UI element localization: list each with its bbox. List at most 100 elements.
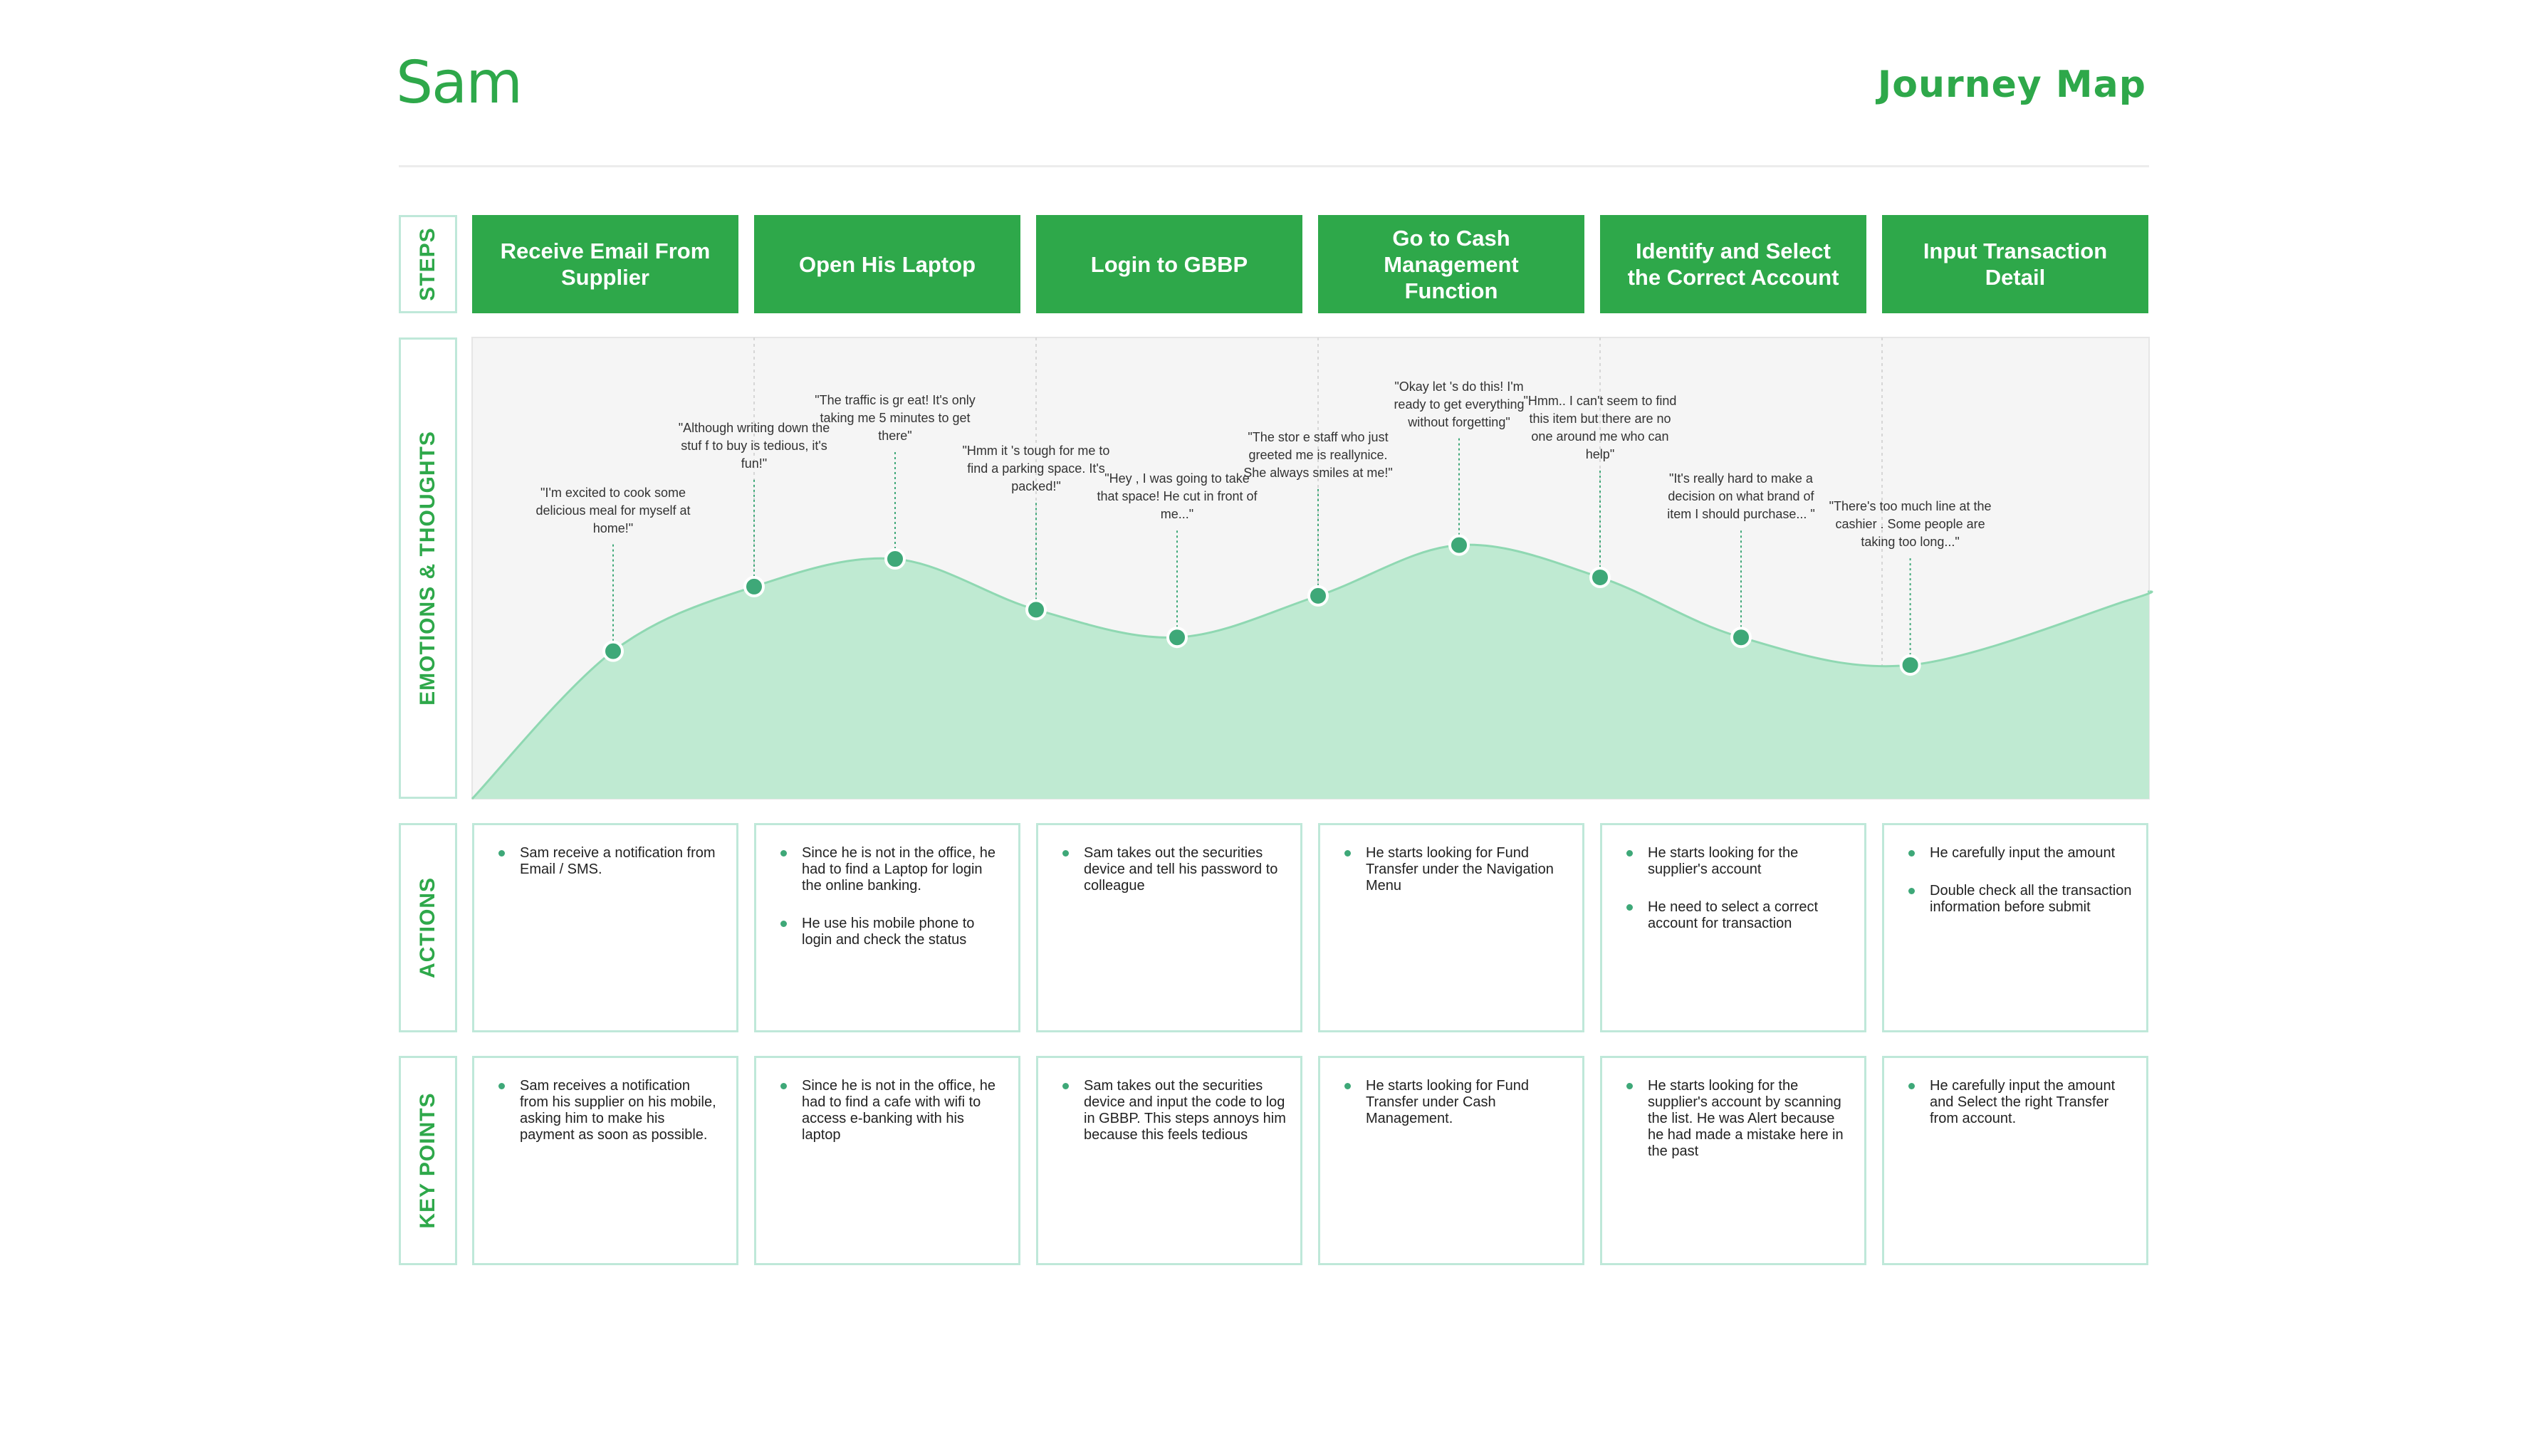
row-label-emotions-text: EMOTIONS & THOUGHTS <box>416 431 439 706</box>
actions-cell-2: Since he is not in the office, he had to… <box>754 823 1020 1032</box>
emotion-quote-box: "The stor e staff who just greeted me is… <box>1243 430 1392 480</box>
emotion-quote-box: "Hey , I was going to take that space! H… <box>1097 471 1258 522</box>
key-points-cell-4: He starts looking for Fund Transfer unde… <box>1318 1056 1584 1265</box>
list-item: Since he is not in the office, he had to… <box>778 845 1004 894</box>
step-label: Input Transaction Detail <box>1923 239 2108 290</box>
emotion-quote-box: "Hmm it 's tough for me to find a parkin… <box>962 444 1110 494</box>
bullet-icon <box>1908 888 1915 894</box>
list-item: He need to select a correct account for … <box>1624 899 1850 932</box>
actions-text: Since he is not in the office, he had to… <box>802 845 996 894</box>
list-item: Sam receive a notification from Email / … <box>496 845 722 878</box>
emotion-point <box>743 575 765 597</box>
actions-text: Sam receive a notification from Email / … <box>520 845 716 877</box>
actions-text: He use his mobile phone to login and che… <box>802 916 975 948</box>
list-item: He starts looking for Fund Transfer unde… <box>1342 1078 1568 1127</box>
emotion-quote-box: "Hmm.. I can't seem to find this item bu… <box>1523 393 1677 461</box>
emotion-quote: "Okay let 's do this! I'm ready to get e… <box>1394 379 1525 429</box>
row-label-actions-text: ACTIONS <box>416 877 439 978</box>
actions-text: He need to select a correct account for … <box>1648 899 1819 931</box>
emotion-area <box>472 545 2153 799</box>
emotion-quote: "Hmm.. I can't seem to find this item bu… <box>1523 393 1677 461</box>
list-item: Sam receives a notification from his sup… <box>496 1078 722 1143</box>
key-points-cell-1: Sam receives a notification from his sup… <box>472 1056 738 1265</box>
step-label: Go to Cash Management Function <box>1384 225 1519 303</box>
bullet-icon <box>780 850 787 857</box>
bullet-icon <box>498 1083 505 1089</box>
step-input-transaction: Input Transaction Detail <box>1882 215 2148 313</box>
emotion-quote-box: "Okay let 's do this! I'm ready to get e… <box>1394 379 1525 429</box>
bullet-icon <box>780 1083 787 1089</box>
list-item: He carefully input the amount <box>1906 845 2132 861</box>
key-point-text: Since he is not in the office, he had to… <box>802 1078 996 1143</box>
step-label: Receive Email From Supplier <box>500 239 711 290</box>
bullet-icon <box>1908 1083 1915 1089</box>
row-label-steps: STEPS <box>399 215 457 313</box>
actions-text: He carefully input the amount <box>1930 845 2116 861</box>
step-cash-management: Go to Cash Management Function <box>1318 215 1584 313</box>
emotion-point <box>884 548 906 570</box>
emotion-point <box>1730 627 1752 649</box>
emotion-quote: "The traffic is gr eat! It's only taking… <box>815 393 976 444</box>
emotion-point <box>602 640 624 662</box>
key-point-text: He carefully input the amount and Select… <box>1930 1078 2116 1126</box>
bullet-icon <box>1626 850 1633 857</box>
key-point-text: Sam takes out the securities device and … <box>1084 1078 1286 1143</box>
bullet-icon <box>498 850 505 857</box>
key-points-cell-3: Sam takes out the securities device and … <box>1036 1056 1302 1265</box>
list-item: Since he is not in the office, he had to… <box>778 1078 1004 1143</box>
actions-cell-1: Sam receive a notification from Email / … <box>472 823 738 1032</box>
emotion-point <box>1448 534 1470 556</box>
list-item: He starts looking for the supplier's acc… <box>1624 1078 1850 1160</box>
emotion-curve-svg: "I'm excited to cook some delicious meal… <box>471 337 2153 800</box>
actions-cell-6: He carefully input the amount Double che… <box>1882 823 2148 1032</box>
actions-cell-4: He starts looking for Fund Transfer unde… <box>1318 823 1584 1032</box>
bullet-icon <box>1908 850 1915 857</box>
emotion-quote: "I'm excited to cook some delicious meal… <box>535 485 691 535</box>
emotion-point <box>1166 627 1188 649</box>
actions-text: Sam takes out the securities device and … <box>1084 845 1278 894</box>
emotion-quote: "It's really hard to make a decision on … <box>1667 471 1815 522</box>
header-divider <box>399 165 2149 167</box>
emotion-quote-box: "Although writing down the stuf f to buy… <box>679 421 830 471</box>
list-item: Sam takes out the securities device and … <box>1060 845 1286 894</box>
emotion-quote-box: "It's really hard to make a decision on … <box>1667 471 1815 522</box>
step-label: Open His Laptop <box>799 251 976 277</box>
actions-text: Double check all the transaction informa… <box>1930 883 2132 915</box>
bullet-icon <box>1344 1083 1351 1089</box>
journey-map-title: Journey Map <box>1877 63 2146 106</box>
actions-text: He starts looking for Fund Transfer unde… <box>1366 845 1554 894</box>
key-points-cell-6: He carefully input the amount and Select… <box>1882 1056 2148 1265</box>
row-label-key-points-text: KEY POINTS <box>416 1092 439 1229</box>
list-item: He starts looking for the supplier's acc… <box>1624 845 1850 878</box>
bullet-icon <box>1062 1083 1069 1089</box>
emotion-quote-box: "There's too much line at the cashier . … <box>1829 499 1992 549</box>
row-label-emotions: EMOTIONS & THOUGHTS <box>399 337 457 799</box>
emotion-point <box>1307 585 1329 607</box>
list-item: Sam takes out the securities device and … <box>1060 1078 1286 1143</box>
bullet-icon <box>780 921 787 927</box>
bullet-icon <box>1062 850 1069 857</box>
step-select-account: Identify and Select the Correct Account <box>1600 215 1866 313</box>
emotion-quote: "Hmm it 's tough for me to find a parkin… <box>962 444 1110 494</box>
row-label-key-points: KEY POINTS <box>399 1056 457 1265</box>
key-point-text: He starts looking for Fund Transfer unde… <box>1366 1078 1529 1126</box>
list-item: He use his mobile phone to login and che… <box>778 916 1004 948</box>
emotion-point <box>1589 566 1611 588</box>
list-item: Double check all the transaction informa… <box>1906 883 2132 916</box>
bullet-icon <box>1626 904 1633 911</box>
bullet-icon <box>1344 850 1351 857</box>
persona-name: Sam <box>396 49 523 117</box>
emotion-quote-box: "I'm excited to cook some delicious meal… <box>535 485 691 535</box>
emotion-quote: "Hey , I was going to take that space! H… <box>1097 471 1258 522</box>
emotion-point <box>1899 654 1921 676</box>
row-label-steps-text: STEPS <box>416 227 439 301</box>
step-receive-email: Receive Email From Supplier <box>472 215 738 313</box>
actions-cell-3: Sam takes out the securities device and … <box>1036 823 1302 1032</box>
step-label: Identify and Select the Correct Account <box>1627 239 1839 290</box>
emotion-quote-box: "The traffic is gr eat! It's only taking… <box>815 393 976 444</box>
step-label: Login to GBBP <box>1090 251 1248 277</box>
bullet-icon <box>1626 1083 1633 1089</box>
list-item: He starts looking for Fund Transfer unde… <box>1342 845 1568 894</box>
row-label-actions: ACTIONS <box>399 823 457 1032</box>
key-point-text: Sam receives a notification from his sup… <box>520 1078 716 1143</box>
